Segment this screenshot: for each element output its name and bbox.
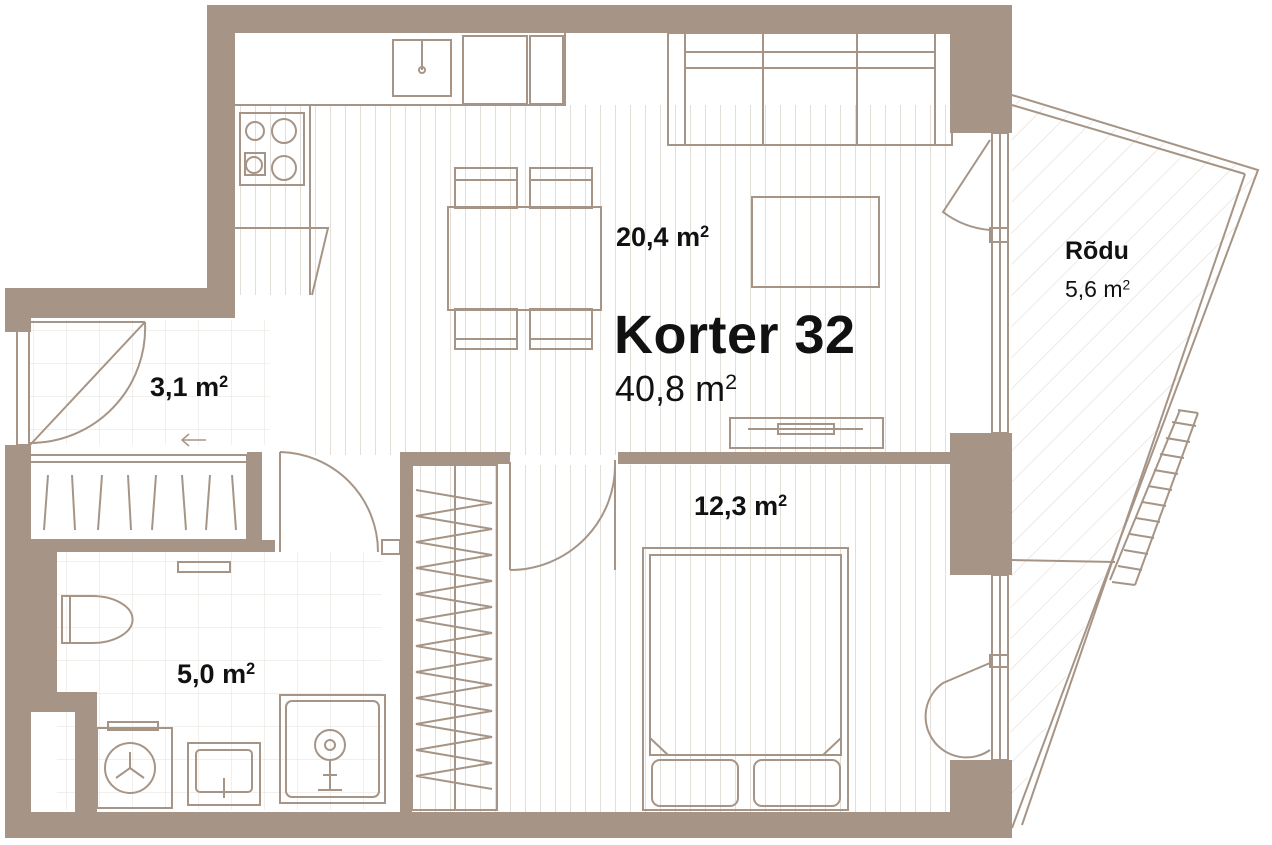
fixtures [16, 32, 1260, 829]
arrow-left-icon [180, 433, 206, 447]
hall-closet [29, 454, 248, 541]
chair [454, 308, 518, 350]
chair [454, 167, 518, 209]
washing-machine [96, 727, 173, 809]
sofa [667, 32, 953, 146]
bathroom-area-label: 5,0 m2 [177, 659, 256, 689]
tv-unit [729, 417, 884, 449]
walls [5, 5, 1012, 838]
living-room-area-label: 20,4 m2 [616, 222, 710, 252]
toilet [61, 595, 134, 644]
chair [529, 167, 593, 209]
kitchen-counter [235, 33, 566, 106]
apartment-title: Korter 32 [614, 305, 856, 365]
fridge [462, 35, 528, 105]
stove [239, 112, 305, 186]
oven [235, 227, 330, 296]
balcony-rack [1111, 409, 1199, 586]
chair [529, 308, 593, 350]
bathroom-sink [187, 742, 261, 806]
pillow [753, 759, 841, 807]
shower [279, 694, 386, 804]
bed [642, 547, 849, 811]
balcony-area-label: 5,6 m2 [1065, 276, 1131, 302]
apartment-total-area: 40,8 m2 [615, 368, 738, 409]
balcony-outline [1011, 94, 1260, 829]
pillow [651, 759, 739, 807]
balcony-name-label: Rõdu [1065, 237, 1129, 265]
hall-area-label: 3,1 m2 [150, 372, 229, 402]
dining-table [447, 206, 602, 311]
coffee-table [751, 196, 880, 288]
bedroom-area-label: 12,3 m2 [694, 491, 788, 521]
